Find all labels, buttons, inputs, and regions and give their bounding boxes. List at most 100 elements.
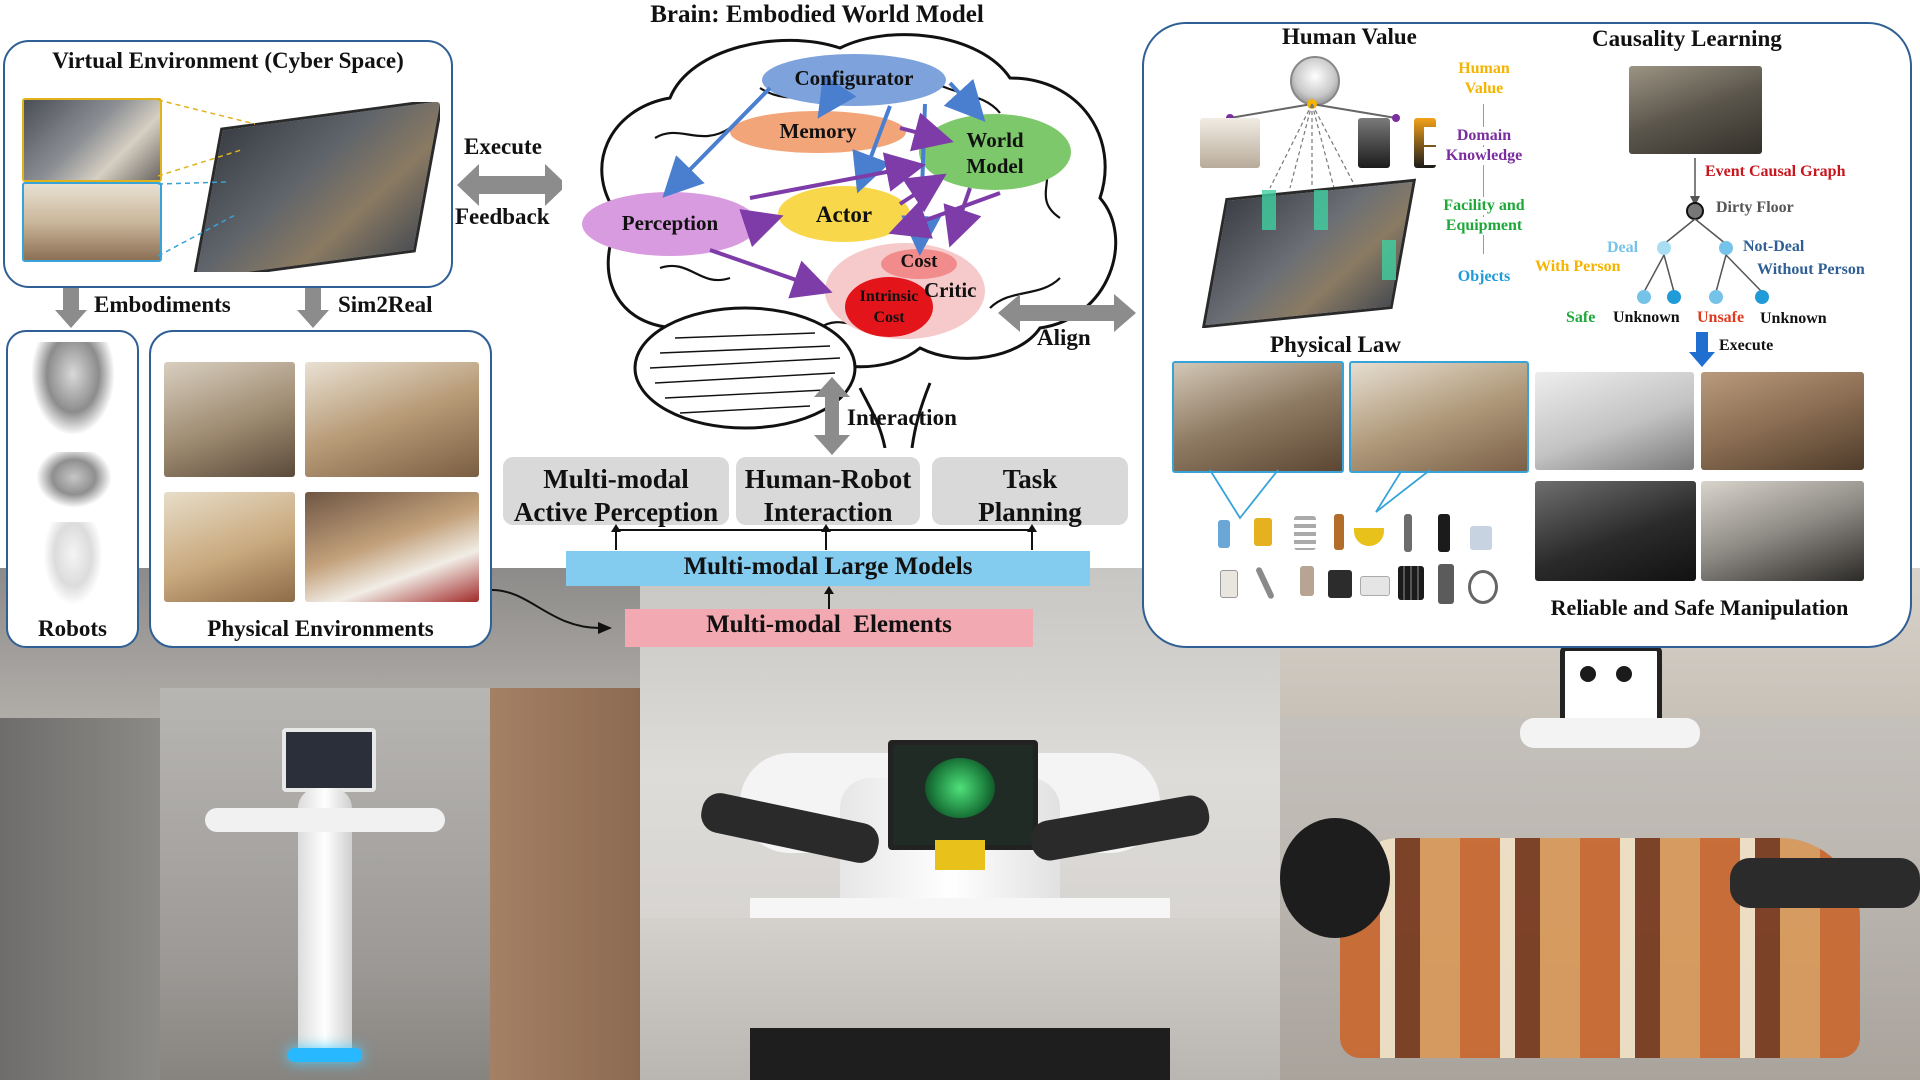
manipulation-image-2: [1701, 372, 1864, 470]
object-door-icon: [1438, 564, 1454, 604]
domain-object-2-image: [1358, 118, 1390, 168]
world-model-label-2: Model: [966, 154, 1024, 178]
capability-human-robot-interaction: Human-Robot Interaction: [736, 457, 920, 527]
interaction-arrow: [814, 377, 850, 455]
large-models-bar: [566, 551, 1090, 586]
causality-tree: [1637, 158, 1769, 304]
object-spoon-icon: [1255, 566, 1275, 600]
quadruped-robot-image: [36, 452, 112, 508]
manipulation-image-1: [1535, 372, 1694, 470]
capability-2-line2: Interaction: [763, 497, 893, 527]
layer-domain-knowledge-2: Knowledge: [1424, 147, 1544, 165]
layer-objects: Objects: [1424, 268, 1544, 286]
perception-label: Perception: [621, 211, 719, 235]
robots-label: Robots: [37, 616, 107, 641]
robots-panel: Robots: [6, 330, 139, 648]
physical-law-image-2: [1349, 361, 1529, 473]
env-photo-store: [305, 362, 479, 477]
physical-environments-panel: Physical Environments: [149, 330, 492, 648]
capability-connector: [611, 524, 1037, 550]
manipulation-image-4: [1701, 481, 1864, 581]
manipulation-image-3: [1535, 481, 1696, 581]
bottom-photo-delivery-robot: [0, 568, 640, 1080]
env-to-elements-connector: [491, 589, 612, 634]
embodiments-label: Embodiments: [94, 292, 231, 317]
object-box-icon: [1254, 518, 1272, 546]
layer-facility-1: Facility and: [1424, 197, 1544, 215]
object-coffee-machine-icon: [1328, 570, 1352, 598]
interaction-label: Interaction: [847, 405, 957, 430]
leaf-unknown-1-label: Unknown: [1613, 309, 1680, 326]
domain-object-1-image: [1200, 118, 1260, 168]
object-utensil-icon: [1404, 514, 1412, 552]
physical-law-callouts: [1209, 469, 1431, 520]
dirty-floor-image: [1629, 66, 1762, 154]
virtual-environment-panel: Virtual Environment (Cyber Space): [3, 40, 453, 288]
zoom-guide-lines: [157, 99, 256, 257]
object-wheelchair-icon: [1468, 570, 1498, 604]
human-value-tree: [1226, 99, 1400, 189]
memory-label: Memory: [779, 119, 857, 143]
object-rack-icon: [1294, 516, 1316, 550]
notdeal-label-2: Without Person: [1757, 261, 1865, 278]
layer-facility-2: Equipment: [1424, 217, 1544, 235]
feedback-label: Feedback: [455, 204, 550, 229]
capability-task-planning: Task Planning: [932, 457, 1128, 527]
brain-diagram: [582, 33, 1118, 448]
virtual-room-image-1: [22, 98, 162, 182]
delivery-robot-figure: [205, 728, 445, 1068]
virtual-room-image-2: [22, 182, 162, 262]
sim2real-down-arrow: [297, 288, 329, 328]
capability-active-perception: Multi-modal Active Perception: [503, 457, 729, 527]
object-shelf-icon: [1398, 566, 1424, 600]
object-cup-icon: [1218, 520, 1230, 548]
deal-label-2: With Person: [1535, 258, 1621, 275]
elements-to-models-arrow: [824, 586, 834, 610]
physical-law-title: Physical Law: [1270, 332, 1401, 357]
object-coffee-cup-icon: [1220, 570, 1238, 598]
layer-human-value-1: Human: [1424, 60, 1544, 78]
human-value-floorplan-image: [1196, 178, 1418, 328]
align-label: Align: [1037, 325, 1091, 350]
intrinsic-cost-label-1: Intrinsic: [859, 288, 919, 305]
align-arrow: [998, 294, 1136, 332]
env-photo-hall: [164, 492, 295, 602]
layer-human-value-2: Value: [1424, 80, 1544, 98]
configurator-label: Configurator: [794, 66, 914, 90]
causality-title: Causality Learning: [1592, 26, 1782, 51]
leaf-unsafe-label: Unsafe: [1697, 309, 1745, 326]
object-tray-icon: [1360, 576, 1390, 596]
humanoid-robot-image: [32, 342, 114, 434]
world-model-label-1: World: [966, 128, 1024, 152]
large-models-label: Multi-modal Large Models: [683, 553, 973, 580]
capability-3-line1: Task: [1002, 464, 1058, 494]
capability-1-line1: Multi-modal: [543, 464, 689, 494]
sim2real-label: Sim2Real: [338, 292, 433, 317]
env-photo-room: [164, 362, 295, 477]
capability-1-line2: Active Perception: [513, 497, 719, 527]
embodiments-down-arrow: [55, 288, 87, 328]
human-value-title: Human Value: [1282, 24, 1417, 49]
causality-execute-label: Execute: [1719, 337, 1774, 354]
object-bowl-icon: [1354, 528, 1384, 546]
knowledge-layers: Human Value Domain Knowledge Facility an…: [1424, 60, 1544, 290]
event-causal-graph-label: Event Causal Graph: [1705, 163, 1846, 180]
critic-label: Critic: [924, 278, 977, 302]
physical-environments-label: Physical Environments: [207, 616, 434, 641]
object-glass-icon: [1300, 566, 1314, 596]
actor-label: Actor: [815, 202, 873, 227]
layer-domain-knowledge-1: Domain: [1424, 127, 1544, 145]
brain-title: Brain: Embodied World Model: [650, 1, 984, 28]
physical-law-image-1: [1172, 361, 1344, 473]
elements-bar: [625, 609, 1033, 647]
bottom-photo-dual-arm-robot: [640, 568, 1280, 1080]
manipulation-title: Reliable and Safe Manipulation: [1550, 595, 1849, 620]
object-printer-icon: [1470, 526, 1492, 550]
object-speaker-icon: [1438, 514, 1450, 552]
intrinsic-cost-label-2: Cost: [873, 309, 905, 326]
service-robot-image: [44, 522, 102, 604]
leaf-unknown-2-label: Unknown: [1760, 310, 1827, 327]
execute-label: Execute: [464, 134, 542, 159]
capability-3-line2: Planning: [978, 497, 1082, 527]
leaf-safe-label: Safe: [1566, 309, 1596, 326]
